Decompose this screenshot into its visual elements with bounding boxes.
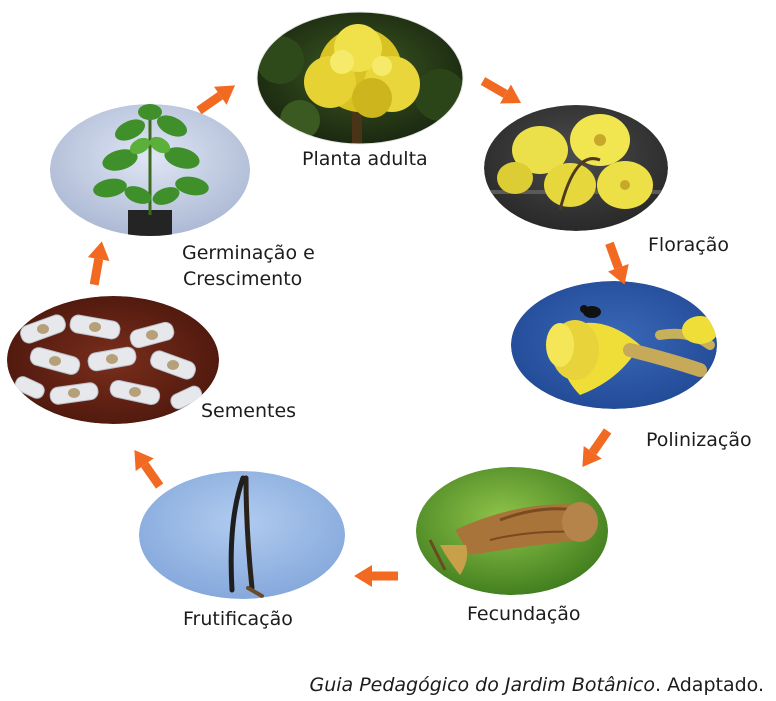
arrow-fruiting-to-seeds [125,443,169,493]
label-pollination: Polinização [646,429,752,451]
fertilization-image [416,467,608,595]
arrow-adult-to-flowering [477,71,527,113]
arrow-pollination-to-fertilization [573,424,617,474]
source-suffix: . Adaptado. [655,674,764,696]
label-adult-plant: Planta adulta [302,148,428,170]
germination-image [50,104,250,236]
source-title: Guia Pedagógico do Jardim Botânico [309,674,655,696]
pollination-image [511,281,717,409]
label-seeds: Sementes [201,400,297,422]
seeds-image [7,296,219,424]
label-germination-line2: Crescimento [183,268,303,290]
label-flowering: Floração [648,234,730,256]
fruiting-image [139,471,345,599]
adult-tree-image [257,12,463,144]
label-fertilization: Fecundação [467,603,581,625]
source-caption: Guia Pedagógico do Jardim Botânico. Adap… [309,674,764,696]
label-germination-line1: Germinação e [182,242,315,264]
arrow-seeds-to-germination [83,239,113,287]
flowering-image [484,105,668,231]
arrow-fertilization-to-fruiting [354,565,398,587]
label-fruiting: Frutificação [183,608,293,630]
